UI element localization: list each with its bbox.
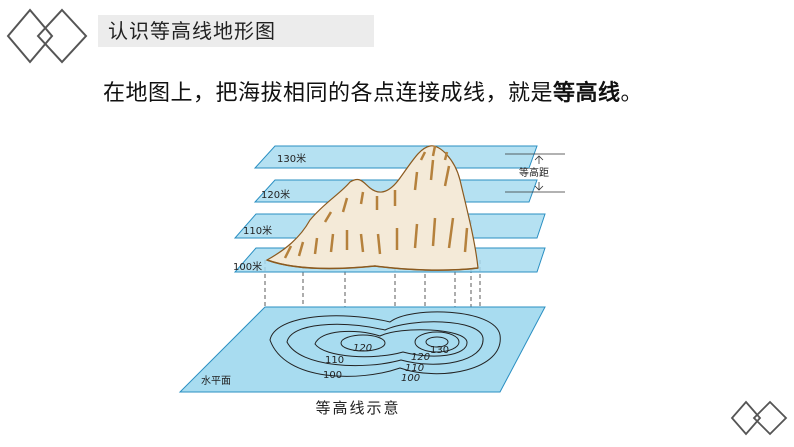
contour-lines xyxy=(269,311,501,377)
intro-period: 。 xyxy=(620,81,644,106)
contour-label-100-left: 100 xyxy=(323,370,342,381)
plane-label-110: 110米 xyxy=(243,224,272,237)
contour-label-120-left: 120 xyxy=(353,343,372,354)
intro-emphasis: 等高线 xyxy=(553,81,621,106)
contour-label-100-right: 100 xyxy=(401,373,420,384)
intro-sentence: 在地图上，把海拔相同的各点连接成线，就是等高线。 xyxy=(103,80,643,108)
title-bar: 认识等高线地形图 xyxy=(98,15,374,47)
diamond-decoration-icon xyxy=(6,8,88,64)
base-plane xyxy=(178,306,546,393)
diamond-decoration-icon xyxy=(730,400,788,436)
plane-label-130: 130米 xyxy=(277,152,306,165)
interval-bracket xyxy=(505,153,565,193)
figure-caption: 等高线示意 xyxy=(315,399,401,417)
plane-label-120: 120米 xyxy=(261,188,290,201)
contour-diagram: 130米 120米 110米 100米 等高距 水平面 120 110 100 … xyxy=(178,145,565,393)
mountain-illustration xyxy=(265,145,479,271)
contour-label-120-right: 120 xyxy=(411,352,430,363)
base-plane-label: 水平面 xyxy=(201,375,231,387)
plane-130 xyxy=(253,145,538,169)
plane-label-100: 100米 xyxy=(233,260,262,273)
interval-label: 等高距 xyxy=(519,166,549,179)
contour-label-110-right: 110 xyxy=(405,363,424,374)
contour-label-110-left: 110 xyxy=(325,355,344,366)
contour-label-130-right: 130 xyxy=(430,345,449,356)
page-title: 认识等高线地形图 xyxy=(108,19,276,43)
intro-text: 在地图上，把海拔相同的各点连接成线，就是 xyxy=(103,81,554,106)
